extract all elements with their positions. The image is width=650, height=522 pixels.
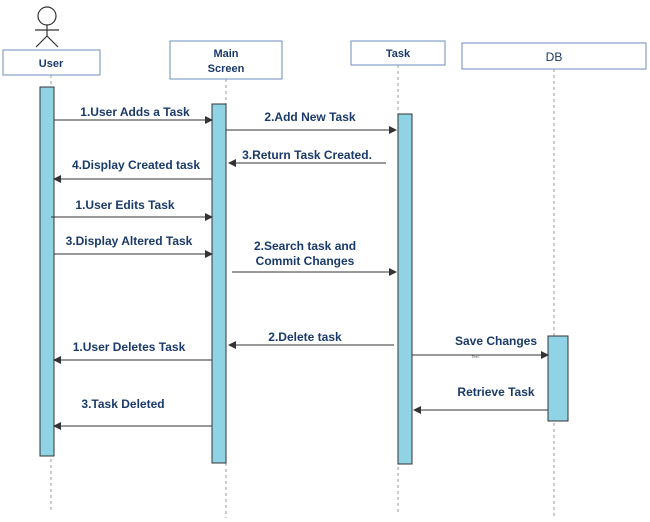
participant-main-label-line1: Main [213, 48, 238, 60]
participant-db-label: DB [546, 50, 563, 64]
activation-main-screen [211, 103, 227, 464]
message-label-search-task-line2: Commit Changes [256, 254, 355, 268]
message-label-display-created-task: 4.Display Created task [72, 158, 200, 172]
message-label-save-changes: Save Changes [455, 334, 537, 348]
activation-db [547, 335, 569, 422]
activation-user [39, 86, 55, 457]
participant-main-label-line2: Screen [208, 63, 245, 75]
message-label-display-altered-task: 3.Display Altered Task [66, 234, 193, 248]
participant-db[interactable]: DB [461, 42, 647, 70]
message-label-save-changes-small: Text [471, 354, 479, 359]
activation-task [397, 113, 413, 465]
participant-user-label: User [39, 58, 64, 70]
message-label-delete-task: 2.Delete task [268, 330, 342, 344]
message-label-return-task-created: 3.Return Task Created. [242, 148, 372, 162]
user-actor-icon [35, 6, 59, 48]
message-label-task-deleted: 3.Task Deleted [81, 397, 164, 411]
message-label-user-adds-task: 1.User Adds a Task [80, 105, 190, 119]
participant-user[interactable]: User [2, 49, 101, 76]
participant-task-label: Task [386, 48, 411, 60]
participant-main-screen[interactable]: Main Screen [169, 40, 283, 80]
message-label-search-task-line1: 2.Search task and [254, 239, 356, 253]
message-label-user-edits-task: 1.User Edits Task [75, 198, 174, 212]
message-label-user-deletes-task: 1.User Deletes Task [73, 340, 186, 354]
participant-task[interactable]: Task [350, 40, 446, 66]
message-label-retrieve-task: Retrieve Task [457, 385, 534, 399]
message-label-add-new-task: 2.Add New Task [264, 110, 355, 124]
